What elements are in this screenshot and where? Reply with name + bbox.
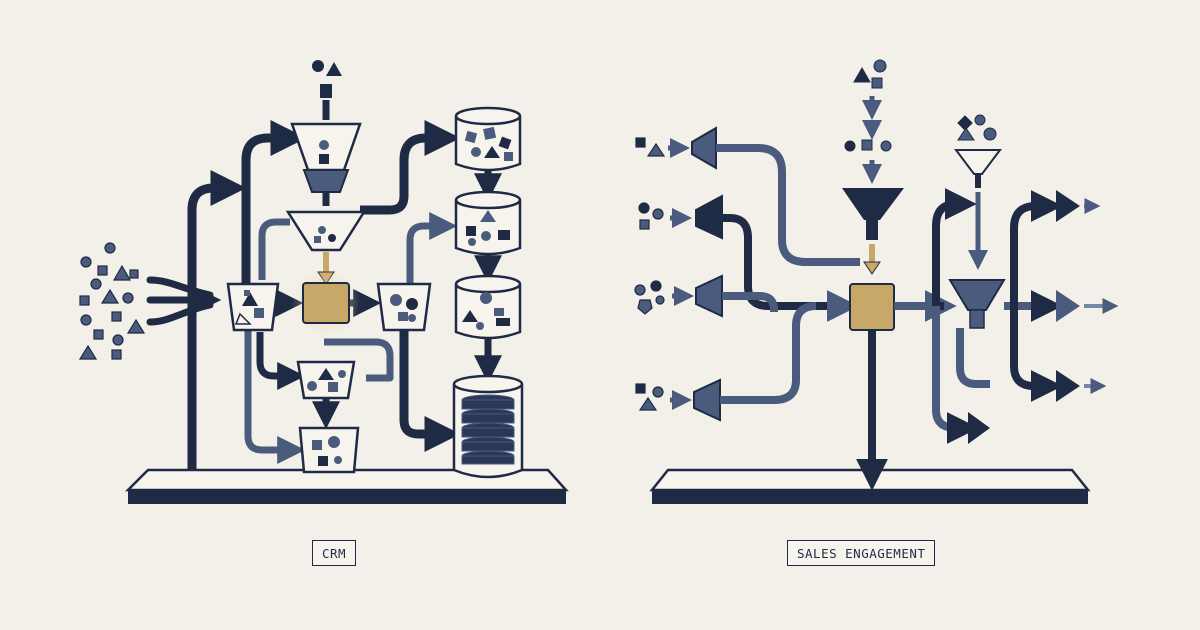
crm-top-funnel-icon bbox=[290, 122, 362, 193]
crm-processor-square-icon bbox=[302, 282, 350, 324]
crm-bottom-cup-icon bbox=[298, 426, 360, 474]
se-arrow-icon-3 bbox=[1056, 370, 1080, 402]
crm-input-shape-cluster bbox=[78, 242, 146, 360]
se-output-pipes bbox=[932, 188, 1063, 444]
sales-engagement-label: SALES ENGAGEMENT bbox=[787, 540, 936, 566]
se-small-funnel-icon bbox=[954, 149, 1002, 188]
se-intake-arrows bbox=[668, 138, 694, 410]
crm-platform-base bbox=[124, 468, 569, 504]
crm-right-cup-icon bbox=[376, 282, 432, 332]
se-horn-icon-1 bbox=[691, 126, 717, 170]
crm-top-shapes bbox=[312, 60, 342, 98]
crm-second-funnel-icon bbox=[285, 210, 367, 252]
se-processor-square-icon bbox=[849, 283, 895, 331]
se-horn-icon-3 bbox=[695, 274, 723, 318]
crm-secondary-pipes bbox=[244, 212, 458, 464]
se-converging-flows bbox=[716, 144, 860, 404]
crm-label: CRM bbox=[312, 540, 357, 566]
crm-diagram bbox=[78, 60, 569, 504]
crm-backbone-pipes bbox=[187, 120, 461, 470]
crm-cylinder-icon-2 bbox=[454, 190, 522, 256]
crm-left-cup-icon bbox=[226, 282, 280, 332]
se-terminal-arrows bbox=[968, 190, 1119, 444]
se-horn-icon-2 bbox=[695, 194, 723, 240]
sales-engagement-diagram bbox=[634, 59, 1119, 504]
se-top-shapes bbox=[844, 59, 892, 152]
crm-middle-cup-icon bbox=[296, 360, 356, 400]
crm-intake-flows bbox=[146, 276, 222, 326]
crm-inner-pipes bbox=[256, 100, 502, 430]
crm-database-stack-icon bbox=[452, 374, 524, 479]
crm-cylinder-icon-1 bbox=[454, 106, 522, 172]
se-platform-base bbox=[649, 468, 1091, 504]
se-input-shapes bbox=[634, 137, 666, 411]
se-small-shapes bbox=[957, 114, 997, 141]
se-horn-icon-4 bbox=[693, 378, 721, 422]
se-horn-icons bbox=[691, 126, 723, 422]
crm-cylinder-icon-3 bbox=[454, 274, 522, 340]
se-arrow-icon-1 bbox=[1056, 190, 1080, 222]
se-splitter-funnel-icon bbox=[948, 279, 1006, 329]
se-arrow-icon-4 bbox=[968, 412, 990, 444]
se-arrow-icon-2 bbox=[1056, 290, 1080, 322]
se-main-funnel-icon bbox=[842, 188, 904, 240]
